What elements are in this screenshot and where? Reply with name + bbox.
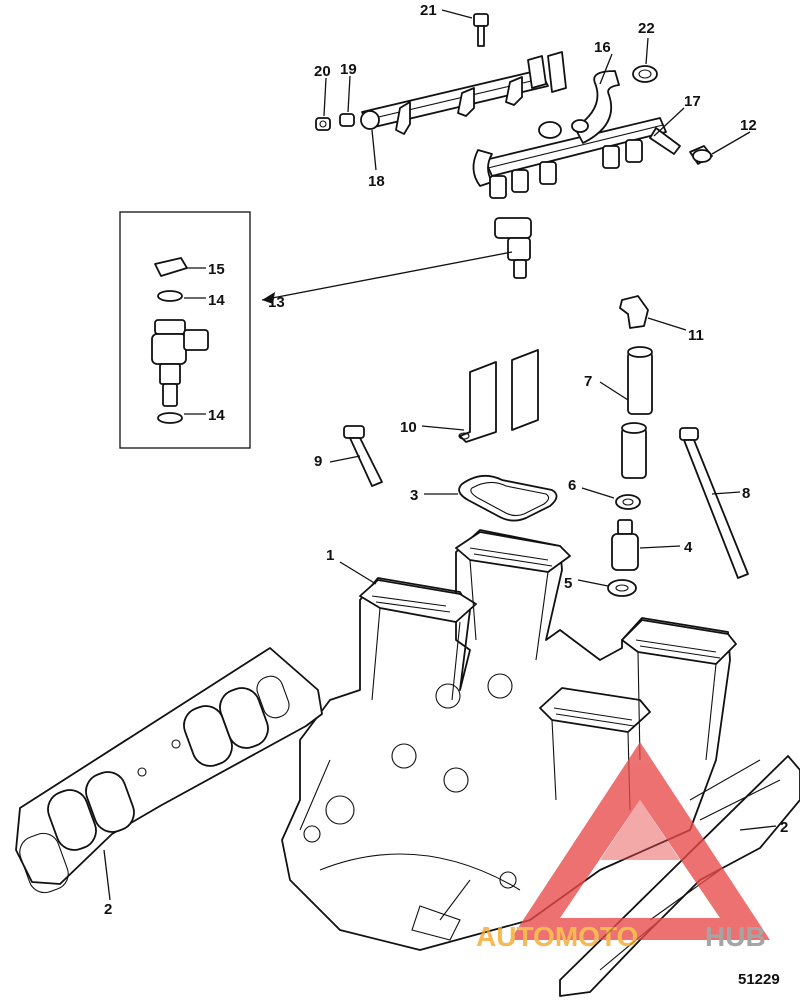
tube-7-upper [627,346,653,415]
callout-7: 7 [584,373,592,390]
grommet-5 [607,579,637,597]
callout-13: 13 [268,294,285,311]
automotohub-watermark: AUTOMOTO HUB [476,742,770,952]
watermark-word-hub: HUB [705,921,766,952]
callout-11: 11 [688,327,704,344]
hose-clamp-lower [538,121,562,139]
callout-14-upper: 14 [208,292,225,309]
callout-12: 12 [740,117,757,134]
o-ring-lower [157,412,183,424]
fuel-injector-detail [151,319,209,407]
tube-7-lower [621,422,647,479]
callout-5: 5 [564,575,572,592]
injector-clip [154,257,188,277]
fuel-line-cap [689,145,713,165]
intake-manifold [281,529,737,951]
gasket-3 [458,474,558,522]
callout-22: 22 [638,20,655,37]
callout-1: 1 [326,547,334,564]
watermark-triangle-logo [510,742,770,940]
callout-3: 3 [410,487,418,504]
bracket-10 [458,349,539,443]
fuel-injector-on-rail [494,217,532,279]
o-ring-upper [157,290,183,302]
callout-14-lower: 14 [208,407,225,424]
callout-16: 16 [594,39,611,56]
fitting-20 [315,117,331,131]
watermark-word-automoto: AUTOMOTO [476,921,638,952]
callout-20: 20 [314,63,331,80]
fitting-19 [339,113,355,127]
hose-clamp-upper [632,65,658,83]
callout-15: 15 [208,261,225,278]
bolt-21 [473,13,489,47]
manifold-gasket-left [15,647,323,894]
callout-9: 9 [314,453,322,470]
bolt-9 [343,425,383,487]
fuel-hose [571,70,620,144]
callout-4: 4 [684,539,693,556]
upper-fuel-rail [360,51,567,135]
callout-19: 19 [340,61,357,78]
arrow-head-13 [262,292,275,304]
long-bolt-8 [679,427,749,579]
callout-21: 21 [420,2,437,19]
callout-6: 6 [568,477,576,494]
callout-8: 8 [742,485,750,502]
injector-detail-box [119,211,251,449]
lower-fuel-rail [472,117,681,199]
elbow-fitting-11 [619,295,649,329]
figure-number: 51229 [738,971,780,988]
callout-18: 18 [368,173,385,190]
callout-17: 17 [684,93,701,110]
callout-2-right: 2 [780,819,788,836]
callout-2-left: 2 [104,901,112,918]
pcv-valve-4 [611,519,639,571]
grommet-6 [615,494,641,510]
callout-10: 10 [400,419,417,436]
callout-numbers: 21 22 16 17 12 19 20 18 15 14 13 14 11 7… [104,2,788,918]
leader-lines [103,9,777,901]
